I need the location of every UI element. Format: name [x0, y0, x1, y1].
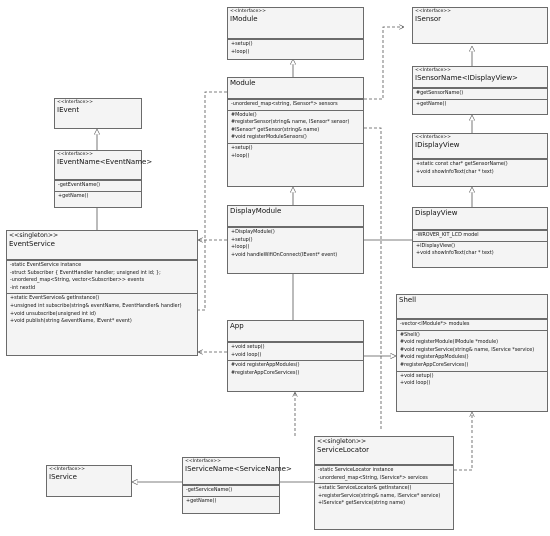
class-iservice[interactable]: <<Interface>> IService: [46, 465, 132, 497]
class-name: DisplayView: [415, 209, 458, 217]
method: +void setup(): [231, 344, 265, 350]
method: #registerAppCoreServices(): [231, 369, 300, 376]
class-iservicename[interactable]: <<Interface>> IServiceName<ServiceName> …: [182, 457, 292, 514]
attribute: -unordered_map<string, ISensor*> sensors: [231, 101, 338, 107]
method: +loop(): [231, 152, 250, 159]
method: +static EventService& getInstance(): [10, 295, 100, 302]
method: +void unsubscribe(unsigned int id): [10, 310, 96, 317]
attribute: -vector<IModule*> modules: [400, 321, 470, 327]
class-name: EventService: [9, 240, 55, 248]
class-app[interactable]: App +void setup() +void loop() #void reg…: [227, 320, 364, 392]
class-name: IEventName<EventName>: [57, 158, 153, 166]
method: #void registerAppModules(): [400, 354, 469, 361]
method: +void publish(string &eventName, IEvent*…: [10, 318, 132, 325]
method: +void loop(): [400, 380, 431, 387]
class-name: App: [230, 322, 244, 330]
method: +setup(): [231, 236, 253, 243]
module-uses-eventservice: [198, 91, 227, 311]
class-imodule[interactable]: <<Interface>> IModule +setup() +loop(): [227, 7, 364, 60]
method: +void showInfoText(char * text): [416, 168, 494, 175]
class-servicelocator[interactable]: <<singleton>> ServiceLocator -static Ser…: [314, 436, 454, 530]
class-name: DisplayModule: [230, 207, 282, 215]
class-name: IEvent: [57, 106, 80, 114]
method: +void setup(): [400, 372, 434, 379]
class-eventservice[interactable]: <<singleton>> EventService -static Event…: [6, 230, 198, 356]
method: +IService* getService(string name): [318, 500, 405, 507]
method: +registerService(string& name, IService*…: [318, 492, 441, 499]
class-name: ISensorName<IDisplayView>: [415, 74, 518, 82]
stereotype-label: <<Interface>>: [185, 459, 221, 464]
method: +static ServiceLocator& getInstance(): [318, 485, 412, 492]
class-name: ISensor: [415, 15, 442, 23]
class-name: IServiceName<ServiceName>: [185, 465, 292, 473]
method: +loop(): [231, 48, 250, 55]
stereotype-label: <<Interface>>: [57, 152, 93, 157]
method: +void showInfoText(char * text): [416, 250, 494, 257]
method: #Module(): [231, 111, 257, 118]
method: +DisplayModule(): [231, 229, 275, 235]
method: #Shell(): [400, 331, 420, 338]
method: #ISensor* getSensor(string& name): [231, 126, 320, 133]
method: +getName(): [416, 100, 447, 107]
method: #void registerModule(IModule *module): [400, 339, 499, 346]
class-ievent[interactable]: <<Interface>> IEvent: [54, 98, 142, 129]
class-name: IModule: [230, 15, 258, 23]
stereotype-label: <<Interface>>: [415, 9, 451, 14]
attribute: -static EventService instance: [10, 262, 82, 268]
method: +static const char* getSensorName(): [416, 161, 508, 167]
attribute: #getSensorName(): [416, 90, 464, 96]
attribute: -static ServiceLocator instance: [318, 467, 394, 473]
class-shell[interactable]: Shell -vector<IModule*> modules #Shell()…: [396, 294, 548, 412]
class-name: Module: [230, 79, 256, 87]
attribute: -WROVER_KIT_LCD model: [416, 232, 479, 238]
class-displayview[interactable]: DisplayView -WROVER_KIT_LCD model +IDisp…: [412, 207, 548, 268]
attribute: -struct Subscriber { EventHandler handle…: [10, 269, 161, 276]
class-name: Shell: [399, 296, 417, 304]
stereotype-label: <<Interface>>: [415, 68, 451, 73]
stereotype-label: <<Interface>>: [415, 135, 451, 140]
method: +void handleWifiOnConnect(IEvent* event): [231, 251, 338, 258]
class-isensor[interactable]: <<Interface>> ISensor: [412, 7, 548, 44]
attribute: -getServiceName(): [186, 487, 233, 493]
method: +setup(): [231, 144, 253, 151]
method: +void loop(): [231, 351, 262, 358]
class-idisplayview[interactable]: <<Interface>> IDisplayView +static const…: [412, 133, 548, 187]
stereotype-label: <<Interface>>: [49, 467, 85, 472]
method: #void registerAppModules(): [231, 362, 300, 369]
method: +setup(): [231, 41, 253, 47]
class-displaymodule[interactable]: DisplayModule +DisplayModule() +setup() …: [227, 205, 364, 274]
method: +loop(): [231, 244, 250, 251]
attribute: -unordered_map<String, vector<Subscriber…: [10, 277, 144, 284]
method: #registerAppCoreServices(): [400, 361, 469, 368]
attribute: -unordered_map<String, IService*> servic…: [318, 474, 428, 481]
module-uses-isensor: [364, 27, 404, 100]
method: #void registerService(string& name, ISer…: [400, 346, 535, 353]
method: #registerSensor(string& name, ISensor* s…: [231, 119, 350, 126]
class-name: IService: [49, 473, 77, 481]
stereotype-label: <<singleton>>: [9, 232, 59, 239]
class-module[interactable]: Module -unordered_map<string, ISensor*> …: [227, 77, 364, 187]
method: +unsigned int subscribe(string& eventNam…: [10, 302, 182, 309]
class-name: ServiceLocator: [317, 446, 369, 454]
method: +getName(): [186, 497, 217, 504]
stereotype-label: <<singleton>>: [317, 438, 367, 445]
class-isensorname[interactable]: <<Interface>> ISensorName<IDisplayView> …: [412, 66, 548, 115]
module-uses-servicelocator: [364, 127, 382, 430]
attribute: -int nextId: [10, 284, 36, 291]
stereotype-label: <<Interface>>: [230, 9, 266, 14]
method: +getName(): [58, 192, 89, 199]
servicelocator-to-shell: [454, 436, 473, 471]
class-ieventname[interactable]: <<Interface>> IEventName<EventName> -get…: [54, 150, 153, 208]
attribute: -getEventName(): [58, 182, 101, 188]
method: #void registerModuleSensors(): [231, 134, 307, 141]
method: +IDisplayView(): [416, 242, 455, 249]
stereotype-label: <<Interface>>: [57, 100, 93, 105]
class-name: IDisplayView: [415, 141, 460, 149]
